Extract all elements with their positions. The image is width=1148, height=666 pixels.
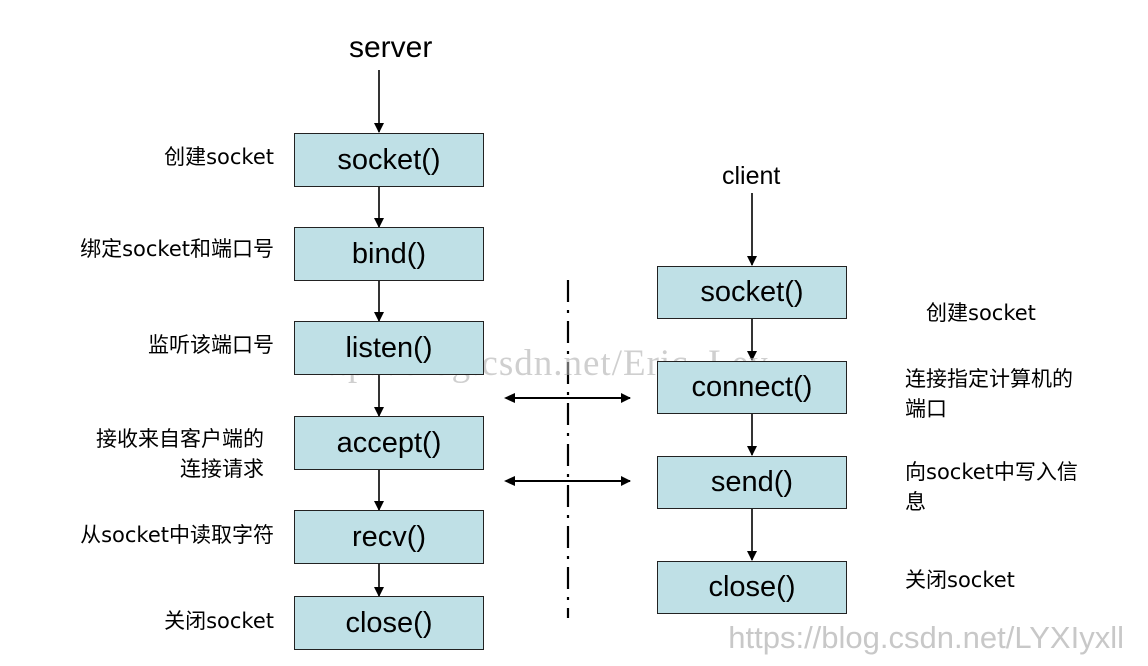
server-accept-box: accept() bbox=[294, 416, 484, 470]
client-note-send-line1: 向socket中写入信 bbox=[905, 460, 1078, 484]
arrowhead-left-2 bbox=[504, 476, 515, 486]
server-note-recv: 从socket中读取字符 bbox=[80, 523, 274, 547]
arrowhead-left-1 bbox=[504, 393, 515, 403]
server-note-bind: 绑定socket和端口号 bbox=[80, 237, 274, 261]
client-note-connect-line1: 连接指定计算机的 bbox=[905, 367, 1073, 391]
client-note-send-line2: 息 bbox=[905, 490, 926, 514]
server-note-socket: 创建socket bbox=[164, 145, 274, 169]
client-note-connect-line2: 端口 bbox=[905, 397, 947, 421]
client-title: client bbox=[722, 162, 781, 190]
server-close-box: close() bbox=[294, 596, 484, 650]
client-note-close: 关闭socket bbox=[905, 568, 1015, 592]
server-bind-box: bind() bbox=[294, 227, 484, 281]
client-socket-box: socket() bbox=[657, 266, 847, 319]
server-socket-box: socket() bbox=[294, 133, 484, 187]
client-connect-box: connect() bbox=[657, 361, 847, 414]
client-send-box: send() bbox=[657, 456, 847, 509]
server-note-close: 关闭socket bbox=[164, 609, 274, 633]
server-title: server bbox=[349, 31, 433, 64]
server-note-listen: 监听该端口号 bbox=[148, 333, 274, 357]
server-note-accept-line2: 连接请求 bbox=[180, 457, 264, 481]
client-close-box: close() bbox=[657, 561, 847, 614]
server-recv-box: recv() bbox=[294, 510, 484, 564]
watermark-corner: https://blog.csdn.net/LYXIyxll bbox=[728, 620, 1124, 655]
server-note-accept-line1: 接收来自客户端的 bbox=[96, 427, 264, 451]
server-listen-box: listen() bbox=[294, 321, 484, 375]
client-note-socket: 创建socket bbox=[926, 301, 1036, 325]
